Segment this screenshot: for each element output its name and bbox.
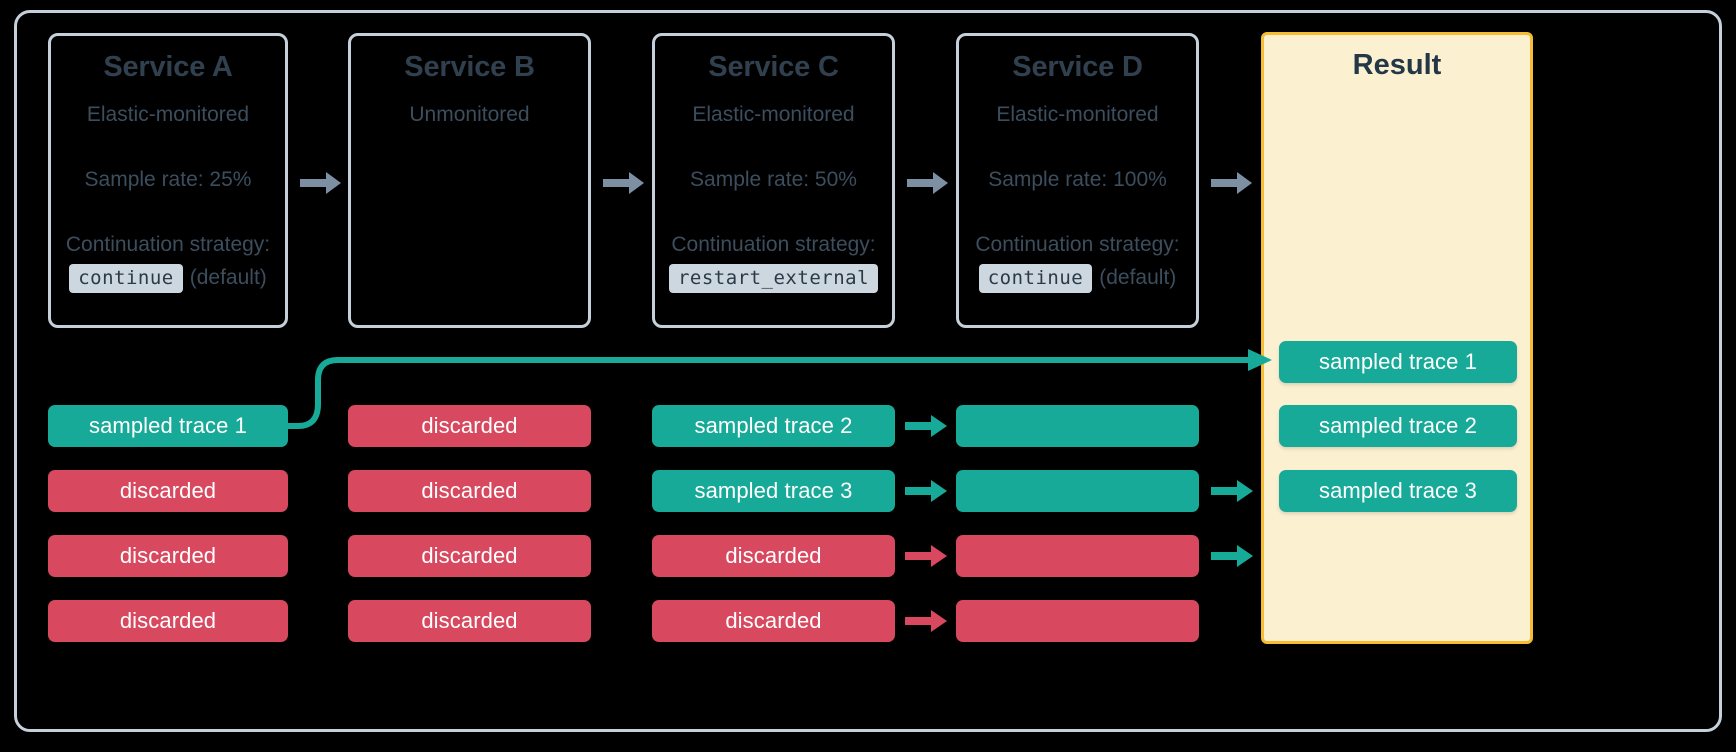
arrow-right-small-icon-c3 xyxy=(905,544,949,568)
flow-arrow-d-to-result xyxy=(1211,170,1253,196)
service-d-strategy-badge: continue xyxy=(978,264,1093,294)
trace-chip-c-2: sampled trace 3 xyxy=(652,470,895,512)
service-b-monitoring: Unmonitored xyxy=(409,103,530,127)
flow-arrow-a-to-b xyxy=(300,170,342,196)
service-d-strategy-note: (default) xyxy=(1099,266,1177,290)
trace-chip-b-2: discarded xyxy=(348,470,591,512)
arrow-right-small-icon-d3 xyxy=(1211,544,1255,568)
service-c-monitoring: Elastic-monitored xyxy=(692,103,855,127)
trace-chip-a-3: discarded xyxy=(48,535,288,577)
arrow-right-small-icon-d2 xyxy=(1211,479,1255,503)
service-d-title: Service D xyxy=(1012,51,1143,83)
arrow-right-small-icon-c4 xyxy=(905,609,949,633)
result-panel: Result xyxy=(1261,32,1533,644)
result-trace-chip-1: sampled trace 1 xyxy=(1279,341,1517,383)
result-trace-chip-2: sampled trace 2 xyxy=(1279,405,1517,447)
arrow-right-small-icon-c1 xyxy=(905,414,949,438)
trace-chip-d-3 xyxy=(956,535,1199,577)
service-a-continuation-label: Continuation strategy: xyxy=(65,232,271,256)
service-c-strategy-line: restart_external xyxy=(668,264,879,294)
trace-chip-d-4 xyxy=(956,600,1199,642)
service-a-sample-rate: Sample rate: 25% xyxy=(84,167,252,191)
trace-chip-c-3: discarded xyxy=(652,535,895,577)
trace-chip-d-2 xyxy=(956,470,1199,512)
trace-chip-b-3: discarded xyxy=(348,535,591,577)
service-box-b: Service B Unmonitored xyxy=(348,33,591,328)
service-a-strategy-line: continue (default) xyxy=(69,264,267,294)
trace-chip-d-1 xyxy=(956,405,1199,447)
service-c-continuation-label: Continuation strategy: xyxy=(671,232,876,256)
service-c-title: Service C xyxy=(708,51,839,83)
arrow-right-small-icon-c2 xyxy=(905,479,949,503)
flow-arrow-b-to-c xyxy=(603,170,645,196)
trace-chip-a-1: sampled trace 1 xyxy=(48,405,288,447)
result-title: Result xyxy=(1352,49,1442,81)
trace-chip-c-1: sampled trace 2 xyxy=(652,405,895,447)
service-d-strategy-line: continue (default) xyxy=(978,264,1177,294)
trace-chip-a-4: discarded xyxy=(48,600,288,642)
diagram-outer-frame xyxy=(14,10,1722,732)
service-d-sample-rate: Sample rate: 100% xyxy=(988,167,1167,191)
service-b-title: Service B xyxy=(404,51,535,83)
service-a-monitoring: Elastic-monitored xyxy=(86,103,250,127)
service-box-d: Service D Elastic-monitored Sample rate:… xyxy=(956,33,1199,328)
trace-chip-c-4: discarded xyxy=(652,600,895,642)
trace-chip-b-1: discarded xyxy=(348,405,591,447)
service-box-a: Service A Elastic-monitored Sample rate:… xyxy=(48,33,288,328)
service-c-sample-rate: Sample rate: 50% xyxy=(690,167,857,191)
service-a-title: Service A xyxy=(103,51,233,83)
result-trace-chip-3: sampled trace 3 xyxy=(1279,470,1517,512)
service-a-strategy-note: (default) xyxy=(189,266,267,290)
service-c-strategy-badge: restart_external xyxy=(668,264,879,294)
service-d-continuation-label: Continuation strategy: xyxy=(975,232,1180,256)
service-a-strategy-badge: continue xyxy=(69,264,183,294)
service-d-monitoring: Elastic-monitored xyxy=(996,103,1159,127)
trace-chip-b-4: discarded xyxy=(348,600,591,642)
flow-arrow-c-to-d xyxy=(907,170,949,196)
service-box-c: Service C Elastic-monitored Sample rate:… xyxy=(652,33,895,328)
trace-chip-a-2: discarded xyxy=(48,470,288,512)
